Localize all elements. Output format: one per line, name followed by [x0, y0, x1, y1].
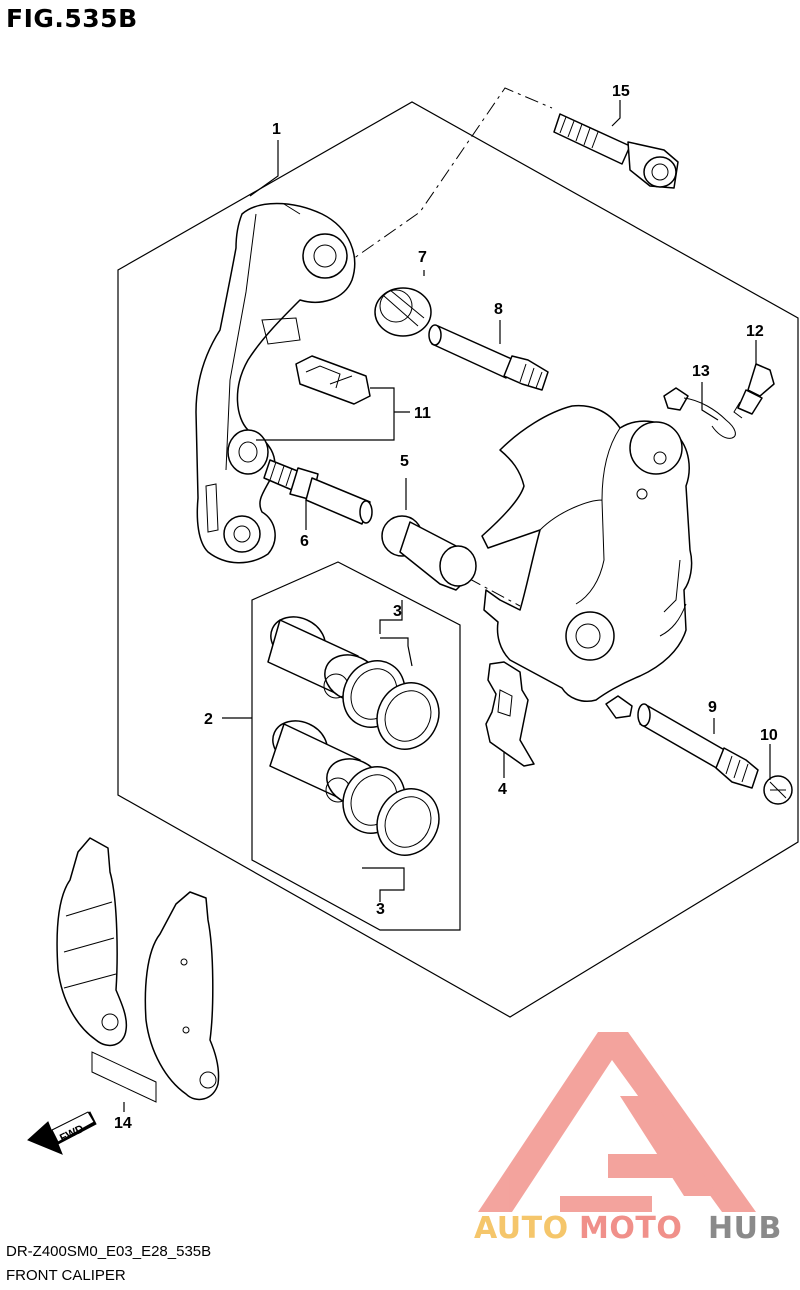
watermark-text-auto: AUTO [474, 1211, 569, 1246]
diagram-name: FRONT CALIPER [6, 1267, 126, 1284]
callout-12: 12 [746, 323, 764, 340]
pin-6 [263, 459, 373, 525]
callout-7: 7 [418, 249, 427, 266]
callout-11: 11 [414, 405, 431, 422]
cap-13 [663, 387, 736, 439]
pad-retainer-4 [485, 661, 535, 767]
bolt-15 [553, 113, 679, 189]
seal-kit-outline [251, 561, 461, 931]
callout-6: 6 [300, 533, 309, 550]
diagram-code: DR-Z400SM0_E03_E28_535B [6, 1243, 212, 1260]
leader-lines [123, 100, 771, 1112]
assembly-outline [117, 101, 799, 1018]
pad-spring-11 [295, 355, 371, 405]
seal-set-lower [342, 766, 440, 856]
seal-set-upper [342, 660, 440, 750]
callout-8: 8 [494, 301, 503, 318]
callout-1: 1 [272, 121, 281, 138]
alignment-line-pin [467, 577, 521, 607]
bleeder-valve-12 [733, 363, 775, 419]
callout-9: 9 [708, 699, 717, 716]
brake-pad-rear [144, 891, 220, 1101]
pads-outline [91, 1051, 157, 1103]
callout-4: 4 [498, 781, 507, 798]
caliper-body [481, 404, 693, 719]
callout-15: 15 [612, 83, 630, 100]
watermark-text-moto: MOTO [579, 1211, 682, 1246]
boot-5 [381, 515, 477, 591]
callout-10: 10 [760, 727, 778, 744]
pin-9 [637, 703, 759, 789]
callout-3-lower: 3 [376, 901, 385, 918]
watermark-text-hub: HUB [708, 1211, 782, 1246]
alignment-line-bolt [339, 87, 553, 269]
figure-title: FIG.535B [6, 4, 138, 33]
callout-13: 13 [692, 363, 710, 380]
fwd-arrow-icon: FWD [27, 1111, 97, 1155]
callout-14: 14 [114, 1115, 132, 1132]
callout-2: 2 [204, 711, 213, 728]
watermark-logo-icon [478, 1032, 756, 1212]
plug-10 [763, 775, 793, 805]
boot-7 [374, 287, 432, 337]
brake-pad-front [56, 837, 128, 1047]
caliper-bracket [195, 202, 356, 564]
pin-8 [428, 324, 549, 391]
callout-5: 5 [400, 453, 409, 470]
callout-3-upper: 3 [393, 603, 402, 620]
piston-upper [267, 616, 380, 702]
